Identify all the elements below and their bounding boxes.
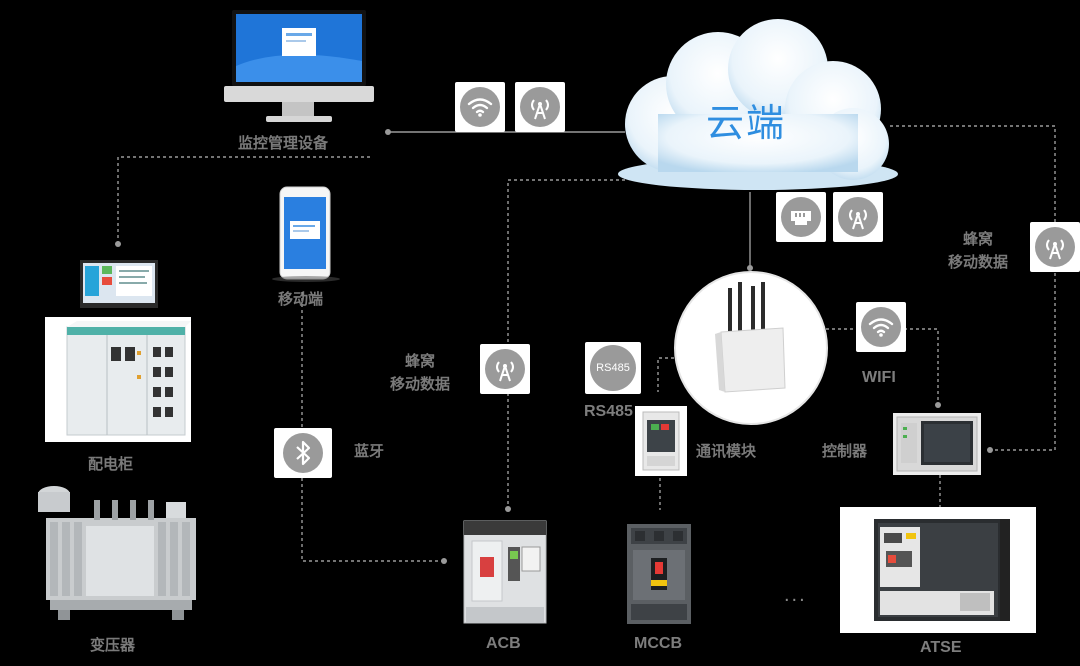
controller-image bbox=[893, 413, 981, 475]
link-mobile-acb bbox=[301, 292, 444, 562]
monitor-device-image bbox=[224, 10, 374, 122]
transformer-image bbox=[38, 486, 196, 620]
mobile-image bbox=[272, 186, 340, 282]
cloud-label: 云端 bbox=[706, 101, 787, 145]
cabinet-image bbox=[45, 317, 191, 442]
wifi-tile-right bbox=[856, 302, 906, 352]
cellular-label-left: 蜂窝 移动数据 bbox=[390, 350, 450, 395]
bluetooth-label: 蓝牙 bbox=[354, 442, 385, 460]
cabinet-label: 配电柜 bbox=[88, 455, 134, 473]
cellular-antenna-icon bbox=[485, 349, 525, 389]
wifi-icon bbox=[460, 87, 500, 127]
link-cloud-controller bbox=[890, 125, 1056, 451]
atse-image bbox=[840, 507, 1036, 633]
transformer-label: 变压器 bbox=[90, 636, 136, 654]
acb-image bbox=[463, 520, 547, 624]
ethernet-tile bbox=[776, 192, 826, 242]
cellular-label-line2: 移动数据 bbox=[390, 374, 451, 393]
rs485-tile: RS485 bbox=[585, 342, 641, 394]
wifi-tile-top bbox=[455, 82, 505, 132]
monitor-label: 监控管理设备 bbox=[238, 134, 329, 152]
bluetooth-tile bbox=[274, 428, 332, 478]
atse-label: ATSE bbox=[920, 639, 962, 656]
cellular-tile-top bbox=[515, 82, 565, 132]
cellular-label-right: 蜂窝 移动数据 bbox=[948, 228, 1008, 273]
mccb-label: MCCB bbox=[634, 635, 682, 652]
link-cloud-acb bbox=[507, 179, 625, 510]
ethernet-port-icon bbox=[781, 197, 821, 237]
cellular-antenna-icon bbox=[838, 197, 878, 237]
cloud-node bbox=[618, 19, 898, 190]
rs485-module-image bbox=[635, 406, 687, 476]
acb-label: ACB bbox=[486, 635, 521, 652]
bluetooth-icon bbox=[283, 433, 323, 473]
wifi-icon bbox=[861, 307, 901, 347]
cellular-right-line2: 移动数据 bbox=[948, 252, 1009, 271]
cellular-antenna-icon bbox=[520, 87, 560, 127]
rs485-icon: RS485 bbox=[590, 345, 636, 391]
link-comm-rs485 bbox=[657, 357, 680, 392]
more-ellipsis: ... bbox=[784, 584, 807, 606]
rs485-icon-text: RS485 bbox=[596, 362, 630, 374]
mccb-image bbox=[627, 524, 691, 624]
comm-module-label: 通讯模块 bbox=[696, 442, 757, 460]
controller-label: 控制器 bbox=[822, 442, 868, 460]
cellular-tile-right bbox=[1030, 222, 1080, 272]
cellular-tile-left bbox=[480, 344, 530, 394]
mobile-label: 移动端 bbox=[278, 290, 324, 308]
cellular-right-line1: 蜂窝 bbox=[963, 230, 994, 248]
rs485-label: RS485 bbox=[584, 403, 633, 420]
cellular-antenna-icon bbox=[1035, 227, 1075, 267]
cellular-tile-mid bbox=[833, 192, 883, 242]
cellular-label-line1: 蜂窝 bbox=[405, 352, 436, 370]
wifi-label: WIFI bbox=[862, 369, 896, 386]
cabinet-controller-image bbox=[80, 260, 158, 308]
comm-module-image bbox=[674, 271, 828, 425]
link-monitor-cabinet bbox=[117, 156, 370, 243]
